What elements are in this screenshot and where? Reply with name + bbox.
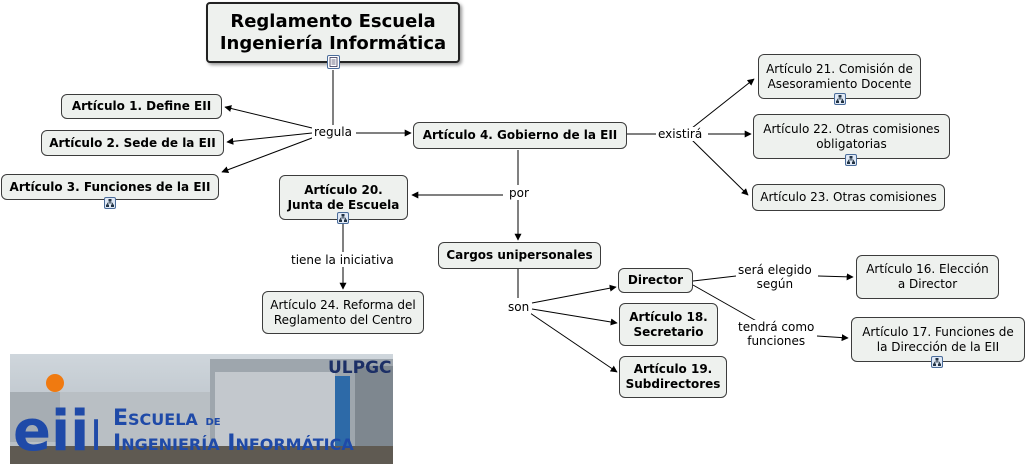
node-articulo-21-text: Artículo 21. Comisión de Asesoramiento D…: [766, 61, 913, 91]
link-label-son: son: [506, 300, 532, 314]
logo-line-1-de: DE: [205, 417, 221, 428]
node-articulo-18-text: Artículo 18. Secretario: [629, 309, 708, 339]
title-node[interactable]: Reglamento Escuela Ingeniería Informátic…: [206, 2, 460, 63]
document-icon[interactable]: [327, 55, 340, 69]
node-articulo-23-text: Artículo 23. Otras comisiones: [760, 190, 937, 204]
node-cargos-unipersonales-text: Cargos unipersonales: [446, 248, 593, 262]
node-articulo-22[interactable]: Artículo 22. Otras comisiones obligatori…: [753, 114, 950, 159]
logo-line-2-rest-1: NGENIERÍA: [121, 435, 220, 454]
ulpgc-label: ULPGC: [328, 358, 392, 378]
concept-map-icon[interactable]: [845, 154, 857, 166]
node-articulo-24-text: Artículo 24. Reforma del Reglamento del …: [270, 297, 416, 327]
node-articulo-24[interactable]: Artículo 24. Reforma del Reglamento del …: [262, 291, 424, 334]
link-label-regula: regula: [312, 125, 354, 139]
concept-map-icon[interactable]: [931, 356, 943, 368]
node-cargos-unipersonales[interactable]: Cargos unipersonales: [438, 242, 601, 269]
building-photo: [10, 354, 393, 464]
node-articulo-19[interactable]: Artículo 19. Subdirectores: [619, 356, 727, 398]
node-articulo-19-text: Artículo 19. Subdirectores: [625, 362, 721, 391]
node-articulo-16[interactable]: Artículo 16. Elección a Director: [856, 255, 999, 299]
node-articulo-4-text: Artículo 4. Gobierno de la EII: [422, 128, 618, 142]
node-articulo-2-text: Artículo 2. Sede de la EII: [49, 135, 216, 150]
logo-line-2: INGENIERÍA INFORMÁTICA: [113, 431, 354, 456]
node-articulo-22-text: Artículo 22. Otras comisiones obligatori…: [763, 121, 940, 151]
node-articulo-2[interactable]: Artículo 2. Sede de la EII: [41, 130, 224, 156]
logo-line-2-initial-2: I: [227, 431, 236, 456]
eiin-mark-icon: eiin: [13, 374, 98, 462]
node-articulo-17[interactable]: Artículo 17. Funciones de la Dirección d…: [851, 317, 1025, 362]
node-articulo-20-text: Artículo 20. Junta de Escuela: [287, 182, 400, 212]
node-articulo-23[interactable]: Artículo 23. Otras comisiones: [752, 184, 945, 211]
link-label-tendra-funciones: tendrá como funciones: [736, 320, 817, 348]
link-label-existira: existirá: [656, 127, 705, 141]
logo-line-1: ESCUELA DE: [113, 406, 221, 431]
logo-line-2-initial-1: I: [113, 431, 122, 456]
node-articulo-21[interactable]: Artículo 21. Comisión de Asesoramiento D…: [758, 54, 921, 99]
link-label-por: por: [507, 186, 531, 200]
logo-line-1-rest: SCUELA: [128, 410, 198, 429]
node-director-text: Director: [627, 273, 684, 287]
concept-map-icon[interactable]: [104, 197, 116, 209]
link-label-sera-elegido: será elegido según: [736, 263, 814, 291]
logo-line-1-initial: E: [113, 406, 129, 431]
logo-line-2-rest-2: NFORMÁTICA: [235, 435, 354, 454]
node-articulo-17-text: Artículo 17. Funciones de la Dirección d…: [862, 324, 1014, 354]
eii-logo-banner: ULPGC eiin ESCUELA DE INGENIERÍA INFORMÁ…: [10, 354, 393, 464]
concept-map-icon[interactable]: [337, 212, 349, 224]
node-director[interactable]: Director: [618, 268, 693, 293]
concept-map-icon[interactable]: [834, 93, 846, 105]
node-articulo-16-text: Artículo 16. Elección a Director: [866, 262, 989, 291]
title-text: Reglamento Escuela Ingeniería Informátic…: [219, 10, 447, 54]
node-articulo-1[interactable]: Artículo 1. Define EII: [61, 94, 222, 119]
node-articulo-1-text: Artículo 1. Define EII: [71, 99, 212, 113]
node-articulo-3-text: Artículo 3. Funciones de la EII: [9, 179, 211, 194]
node-articulo-4[interactable]: Artículo 4. Gobierno de la EII: [413, 122, 627, 149]
node-articulo-18[interactable]: Artículo 18. Secretario: [619, 303, 718, 346]
link-label-tiene-la-iniciativa: tiene la iniciativa: [289, 253, 396, 267]
logo-mark-text: eiin: [13, 399, 98, 462]
